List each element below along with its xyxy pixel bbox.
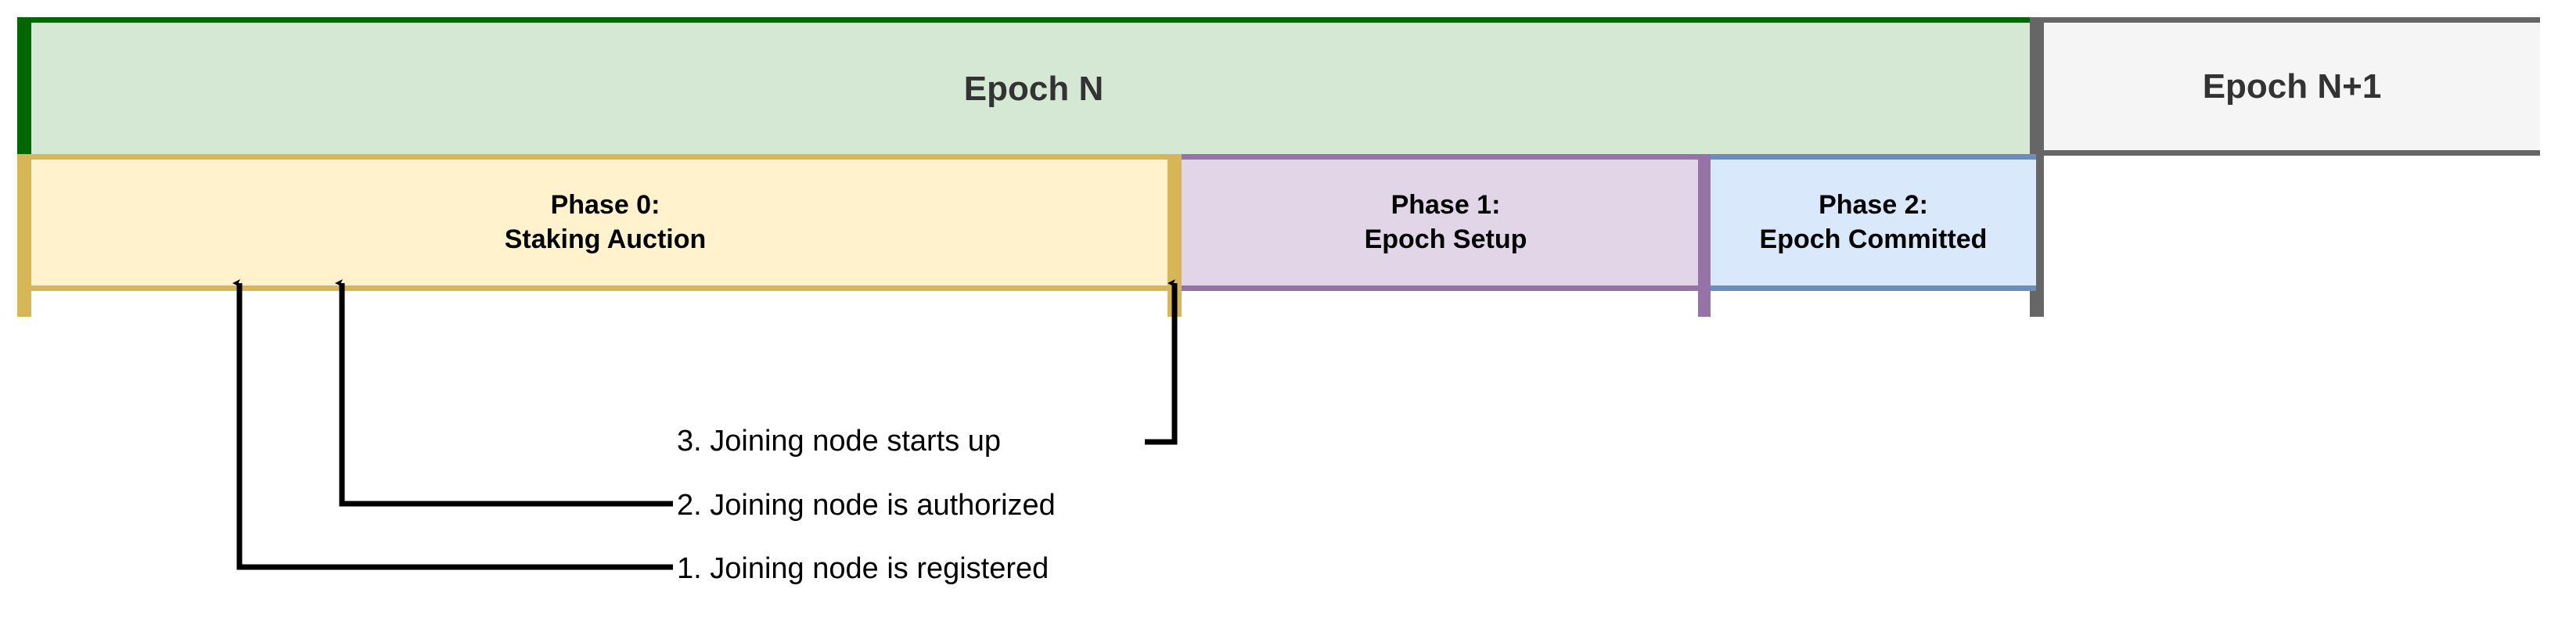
epoch-n-start-marker [17, 17, 31, 156]
phase-0-box: Phase 0: Staking Auction [31, 154, 1179, 291]
phase-0-subtitle: Staking Auction [504, 224, 707, 254]
phase-1-subtitle: Epoch Setup [1364, 224, 1527, 254]
phase-1-box: Phase 1: Epoch Setup [1182, 154, 1710, 291]
phase-2-box: Phase 2: Epoch Committed [1711, 154, 2036, 291]
phase-2-subtitle: Epoch Committed [1759, 224, 1988, 254]
phase-0-end-marker [1167, 154, 1182, 317]
annotation-label-2: 2. Joining node is authorized [677, 489, 1056, 522]
phase-0-start-marker [17, 154, 31, 317]
phase-1-title: Phase 1: [1391, 189, 1501, 220]
leader-line-1 [232, 279, 673, 570]
leader-line-2 [335, 279, 673, 507]
annotation-label-1: 1. Joining node is registered [677, 552, 1049, 585]
epoch-n-plus-1-band: Epoch N+1 [2044, 17, 2540, 156]
phase-2-title: Phase 2: [1819, 189, 1928, 220]
epoch-n-plus-1-label: Epoch N+1 [2202, 66, 2382, 106]
phase-0-title: Phase 0: [550, 189, 660, 220]
epoch-n-band: Epoch N [31, 17, 2036, 156]
annotation-label-3: 3. Joining node starts up [677, 425, 1002, 458]
phase-1-end-marker [1698, 154, 1711, 317]
epoch-n-label: Epoch N [963, 70, 1104, 108]
